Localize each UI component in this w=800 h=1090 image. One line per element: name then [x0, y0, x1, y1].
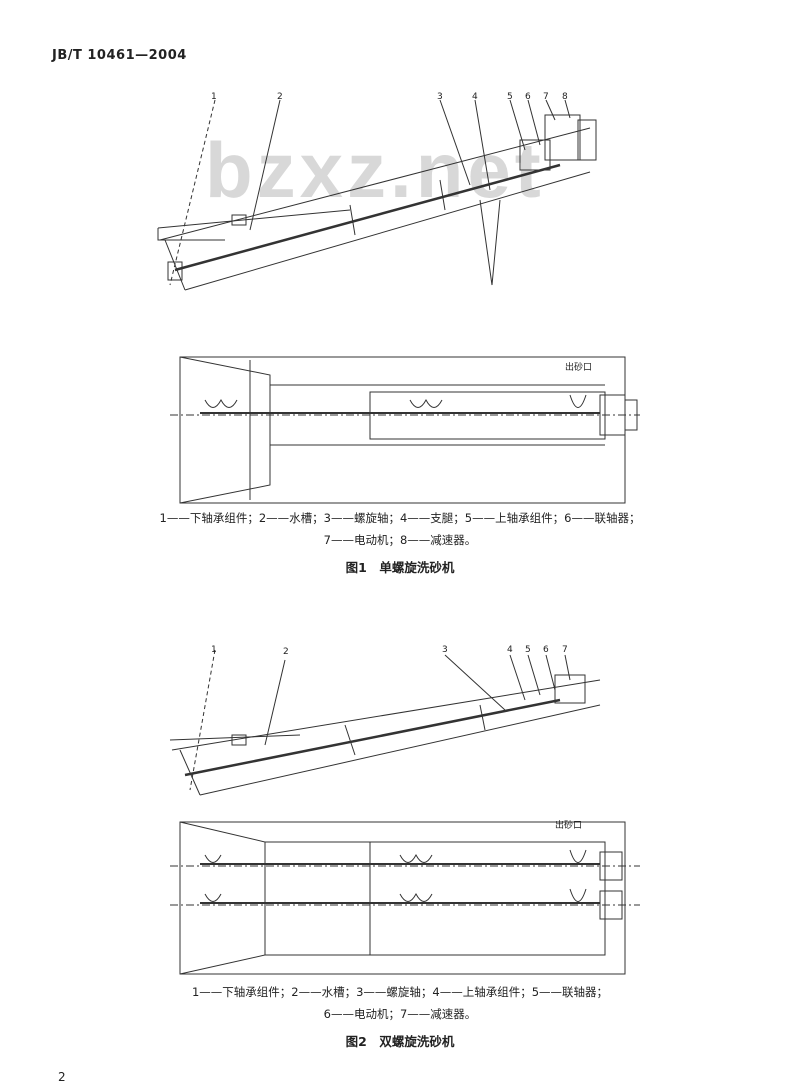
watermark: bzxz.net [205, 126, 545, 214]
standard-code: JB/T 10461—2004 [52, 48, 187, 63]
page-number: 2 [58, 1070, 66, 1084]
figure2-side-view [169, 649, 601, 796]
outlet-label: 出砂口 [555, 821, 583, 831]
figure2-caption: 图2 双螺旋洗砂机 [345, 1034, 455, 1049]
part-number: 7 [562, 645, 568, 655]
part-number: 8 [562, 92, 568, 102]
part-number: 1 [211, 92, 217, 102]
part-number: 4 [507, 645, 513, 655]
figure1-caption: 图1 单螺旋洗砂机 [345, 560, 455, 575]
part-number: 7 [543, 92, 549, 102]
part-number: 5 [507, 92, 513, 102]
part-number: 1 [211, 645, 217, 655]
figure1-legend-line2: 7——电动机；8——减速器。 [323, 533, 477, 547]
part-number: 4 [472, 92, 478, 102]
part-number: 5 [525, 645, 531, 655]
part-number: 3 [442, 645, 448, 655]
part-number: 2 [283, 647, 289, 657]
outlet-label: 出砂口 [565, 363, 593, 373]
figure2-plan-view [170, 821, 640, 975]
part-number: 6 [525, 92, 531, 102]
figure1-plan-view [170, 356, 640, 504]
figure1-legend-line1: 1——下轴承组件；2——水槽；3——螺旋轴；4——支腿；5——上轴承组件；6——… [159, 511, 641, 525]
figure2-legend-line1: 1——下轴承组件；2——水槽；3——螺旋轴；4——上轴承组件；5——联轴器； [191, 985, 609, 999]
part-number: 3 [437, 92, 443, 102]
figure1-side-view [157, 99, 597, 291]
figure2-legend-line2: 6——电动机；7——减速器。 [323, 1007, 477, 1021]
part-number: 6 [543, 645, 549, 655]
part-number: 2 [277, 92, 283, 102]
